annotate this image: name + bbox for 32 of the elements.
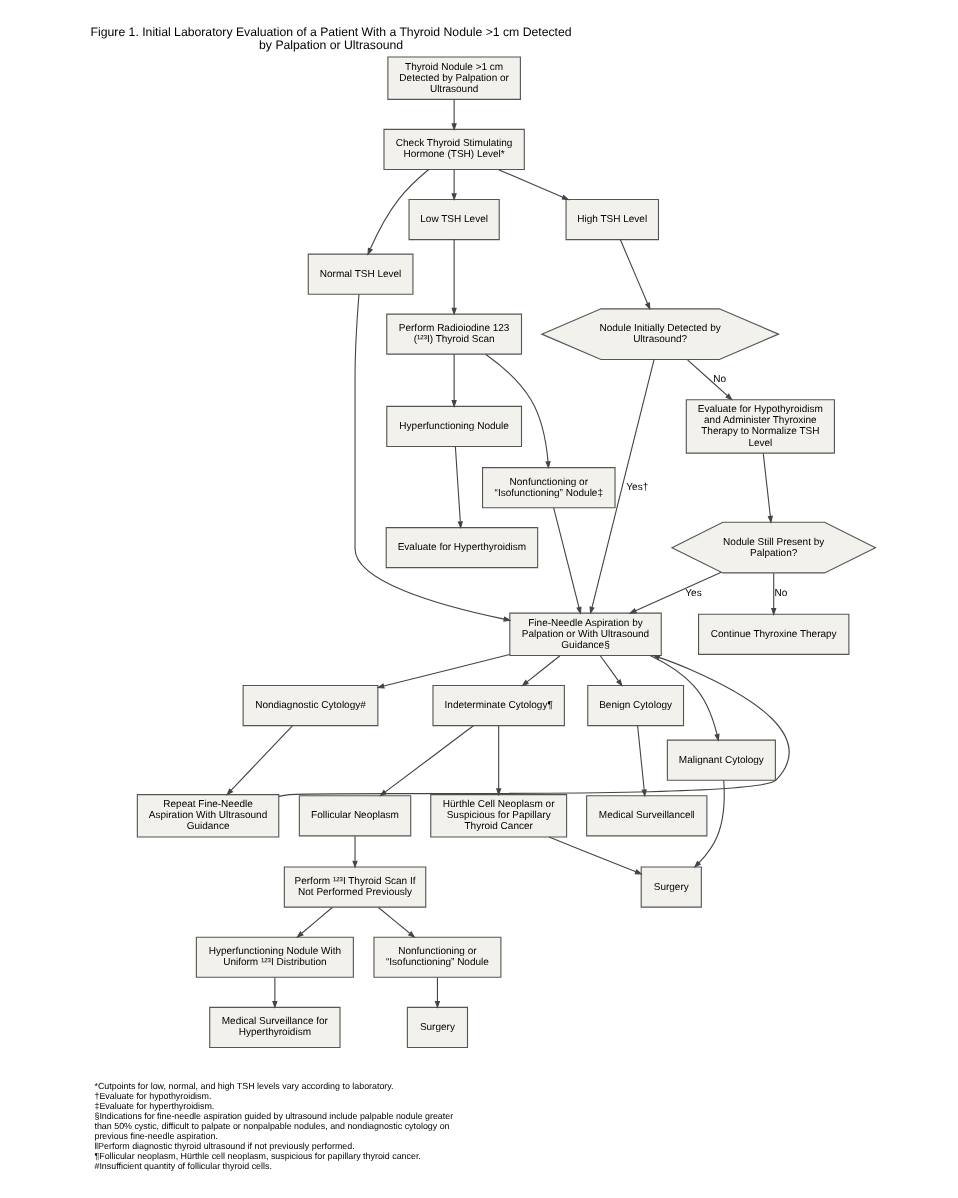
- arrow: [494, 725, 501, 797]
- arrow: [761, 452, 772, 524]
- arrow: [450, 353, 456, 408]
- arrow: [618, 239, 650, 311]
- arrow: [450, 99, 456, 131]
- arrow: [547, 836, 642, 875]
- arrow: [692, 779, 724, 869]
- arrow: [271, 977, 277, 1009]
- arrow: [366, 168, 429, 256]
- arrow: [648, 655, 719, 742]
- arrow: [378, 725, 473, 797]
- arrow: [295, 906, 332, 939]
- arrow: [520, 655, 560, 687]
- arrow: [277, 654, 789, 797]
- arrow: [225, 725, 292, 796]
- arrow: [484, 353, 550, 469]
- arrow: [598, 655, 622, 687]
- arrow: [351, 835, 357, 869]
- arrow: [497, 169, 569, 201]
- arrow: [450, 239, 456, 316]
- arrow: [375, 653, 510, 689]
- arrow: [627, 571, 721, 614]
- arrow: [433, 977, 440, 1009]
- arrow: [552, 507, 581, 615]
- arrow: [685, 359, 732, 401]
- arrow: [353, 293, 511, 622]
- arrow: [376, 906, 415, 939]
- arrow: [636, 725, 646, 798]
- arrow: [770, 572, 776, 616]
- arrow: [450, 169, 456, 202]
- arrow: [453, 446, 462, 530]
- arrow: [588, 359, 654, 615]
